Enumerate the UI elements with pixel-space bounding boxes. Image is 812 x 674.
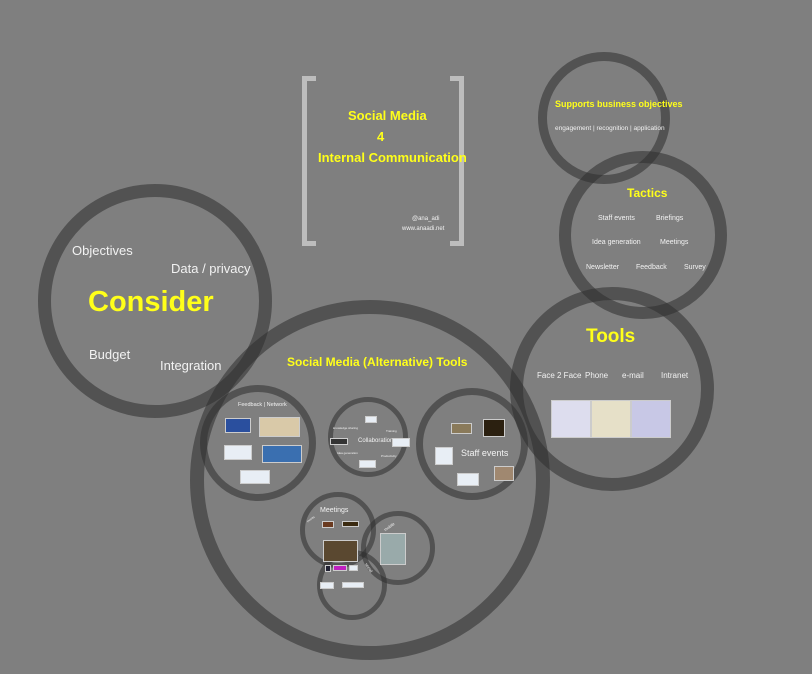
staff-events-label: Staff events — [461, 448, 509, 458]
meetings-label: Meetings — [320, 507, 349, 514]
screenshot-thumb[interactable] — [494, 466, 514, 481]
screenshot-thumb[interactable] — [483, 419, 505, 437]
tactic-item: Newsletter — [586, 264, 620, 271]
meeting-photo[interactable] — [323, 540, 358, 562]
mobile-app-screenshot[interactable] — [380, 533, 406, 565]
alt-tools-heading: Social Media (Alternative) Tools — [287, 355, 468, 369]
tactic-item: Briefings — [656, 215, 684, 222]
staff-events-circle[interactable] — [416, 388, 528, 500]
tool-item: Phone — [585, 371, 609, 380]
author-handle: @ana_adi — [412, 216, 440, 222]
collaboration-item: Training — [386, 429, 397, 433]
title-line3: Internal Communication — [318, 150, 467, 165]
screenshot-thumb[interactable] — [342, 521, 359, 527]
supports-heading: Supports business objectives — [555, 99, 683, 109]
tool-item: Face 2 Face — [537, 371, 582, 380]
tool-item: e-mail — [622, 371, 644, 380]
screenshot-thumb[interactable] — [365, 416, 377, 423]
tactic-item: Staff events — [598, 215, 635, 222]
collaboration-circle[interactable] — [328, 397, 408, 477]
tactic-item: Feedback — [636, 264, 667, 271]
feedback-label: Feedback | Network — [238, 402, 287, 408]
title-bracket-right — [450, 76, 464, 246]
screenshot-thumb[interactable] — [457, 473, 479, 486]
screenshot-thumb[interactable] — [349, 565, 358, 571]
supports-items: engagement | recognition | application — [555, 125, 665, 132]
mobile-circle[interactable] — [361, 511, 435, 585]
tools-heading: Tools — [586, 326, 636, 347]
title-bracket-left — [302, 76, 316, 246]
screenshot-thumb[interactable] — [435, 447, 453, 465]
consider-item: Data / privacy — [171, 261, 251, 276]
cartoon-image[interactable] — [551, 400, 591, 438]
screenshot-thumb[interactable] — [325, 565, 331, 572]
title-line2: 4 — [377, 129, 385, 144]
consider-item: Integration — [160, 358, 222, 373]
cartoon-image[interactable] — [631, 400, 671, 438]
consider-heading: Consider — [88, 286, 214, 318]
author-website: www.anaadi.net — [402, 226, 445, 232]
screenshot-thumb[interactable] — [333, 565, 347, 571]
screenshot-thumb[interactable] — [225, 418, 251, 433]
screenshot-thumb[interactable] — [322, 521, 334, 528]
title-line1: Social Media — [348, 108, 427, 123]
tactic-item: Idea generation — [592, 239, 641, 246]
consider-item: Budget — [89, 347, 131, 362]
screenshot-thumb[interactable] — [342, 582, 364, 588]
collaboration-label: Collaboration — [358, 438, 394, 444]
tactics-heading: Tactics — [627, 186, 668, 200]
collaboration-item: Productivity — [381, 454, 397, 458]
tool-item: Intranet — [661, 371, 689, 380]
consider-item: Objectives — [72, 243, 133, 258]
screenshot-thumb[interactable] — [224, 445, 252, 460]
tools-circle[interactable] — [510, 287, 714, 491]
screenshot-thumb[interactable] — [359, 460, 376, 468]
screenshot-thumb[interactable] — [320, 582, 334, 589]
screenshot-thumb[interactable] — [392, 438, 410, 447]
screenshot-thumb[interactable] — [330, 438, 348, 445]
tactic-item: Survey — [684, 264, 706, 271]
screenshot-thumb[interactable] — [451, 423, 472, 434]
screenshot-thumb[interactable] — [259, 417, 300, 437]
cartoon-image[interactable] — [591, 400, 631, 438]
collaboration-item: Idea generation — [337, 451, 358, 455]
collaboration-item: knowledge sharing — [333, 426, 359, 430]
screenshot-thumb[interactable] — [262, 445, 302, 463]
screenshot-thumb[interactable] — [240, 470, 270, 484]
feedback-circle[interactable] — [200, 385, 316, 501]
tactic-item: Meetings — [660, 239, 689, 246]
